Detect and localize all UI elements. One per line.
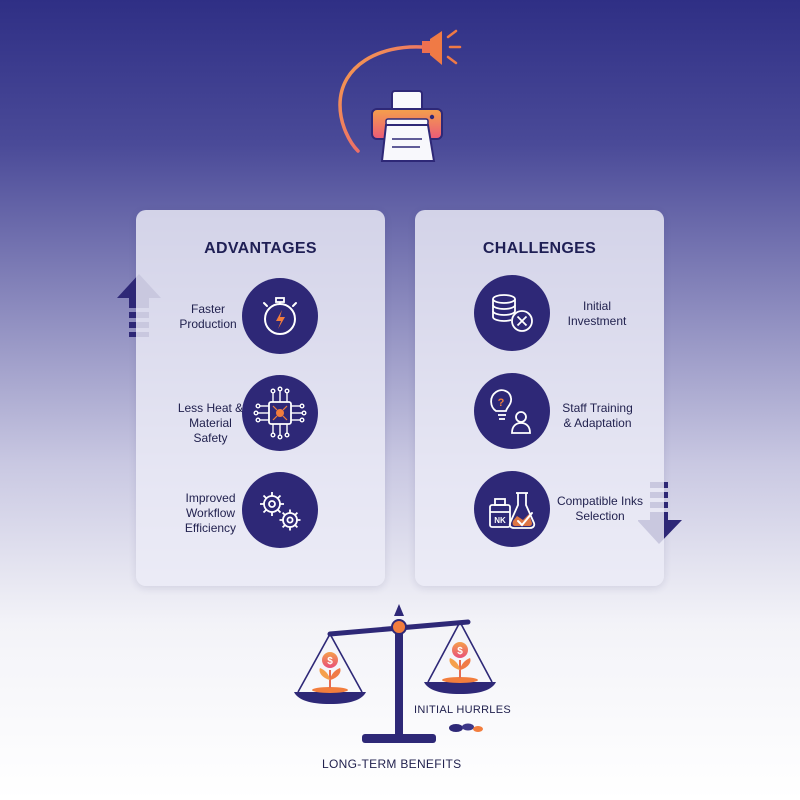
circuit-chip-icon [253,386,307,440]
challenge-label-training: Staff Training & Adaptation [562,401,633,430]
advantage-icon-circle [242,375,318,451]
arc-decoration [338,45,424,153]
long-term-benefits-label: LONG-TERM BENEFITS [322,757,462,771]
svg-text:$: $ [457,646,463,657]
coins-cancel-icon [492,294,533,332]
svg-text:?: ? [498,397,505,409]
printer-icon [371,90,443,162]
gears-icon [260,492,301,531]
challenges-title: CHALLENGES [482,240,597,257]
money-plant-icon: $ [442,642,478,683]
challenges-panel: CHALLENGES Initial Investment [415,210,664,586]
svg-text:$: $ [327,656,333,667]
megaphone-icon [422,29,462,65]
advantage-label-workflow: Improved Workflow Efficiency [184,491,237,535]
challenge-icon-circle: ? [474,373,550,449]
challenge-label-investment: Initial Investment [567,299,627,328]
advantage-label-less-heat: Less Heat & Material Safety [177,401,244,445]
advantage-icon-circle [242,278,318,354]
money-plant-icon: $ [312,652,348,693]
challenge-icon-circle: NK [474,471,550,547]
challenge-label-inks: Compatible Inks Selection [556,494,644,523]
svg-text:NK: NK [494,516,506,525]
advantages-title: ADVANTAGES [204,240,317,257]
rocks-decoration [449,723,483,732]
ink-bottle-flask-icon: NK [489,492,536,529]
initial-hurdles-label: INITIAL HURRLES [414,704,512,716]
balance-scale-illustration: $ $ [294,604,496,743]
printer-megaphone-illustration [338,29,462,162]
advantages-panel: ADVANTAGES Faster Production Less Heat &… [136,210,385,586]
challenge-icon-circle [474,275,550,351]
advantage-icon-circle [242,472,318,548]
lightbulb-person-icon: ? [490,389,531,434]
stopwatch-icon [263,297,297,335]
advantage-label-faster-production: Faster Production [179,302,237,331]
